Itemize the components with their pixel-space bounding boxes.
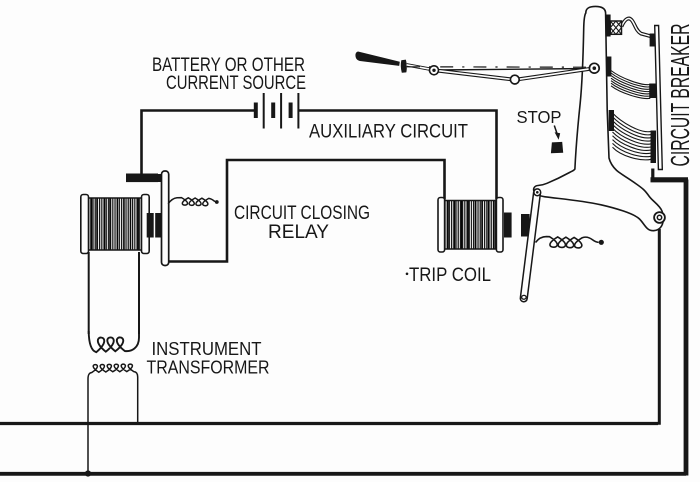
svg-text:RELAY: RELAY [268,221,329,243]
svg-text:TRANSFORMER: TRANSFORMER [147,357,270,378]
svg-text:CIRCUIT CLOSING: CIRCUIT CLOSING [234,202,370,224]
svg-text:CIRCUIT BREAKER: CIRCUIT BREAKER [667,24,695,167]
svg-text:INSTRUMENT: INSTRUMENT [152,338,262,359]
svg-text:TRIP COIL: TRIP COIL [409,264,491,286]
svg-text:CURRENT SOURCE: CURRENT SOURCE [166,72,306,94]
svg-text:BATTERY OR OTHER: BATTERY OR OTHER [152,54,305,76]
svg-text:AUXILIARY CIRCUIT: AUXILIARY CIRCUIT [309,121,468,143]
svg-text:STOP: STOP [517,107,562,127]
